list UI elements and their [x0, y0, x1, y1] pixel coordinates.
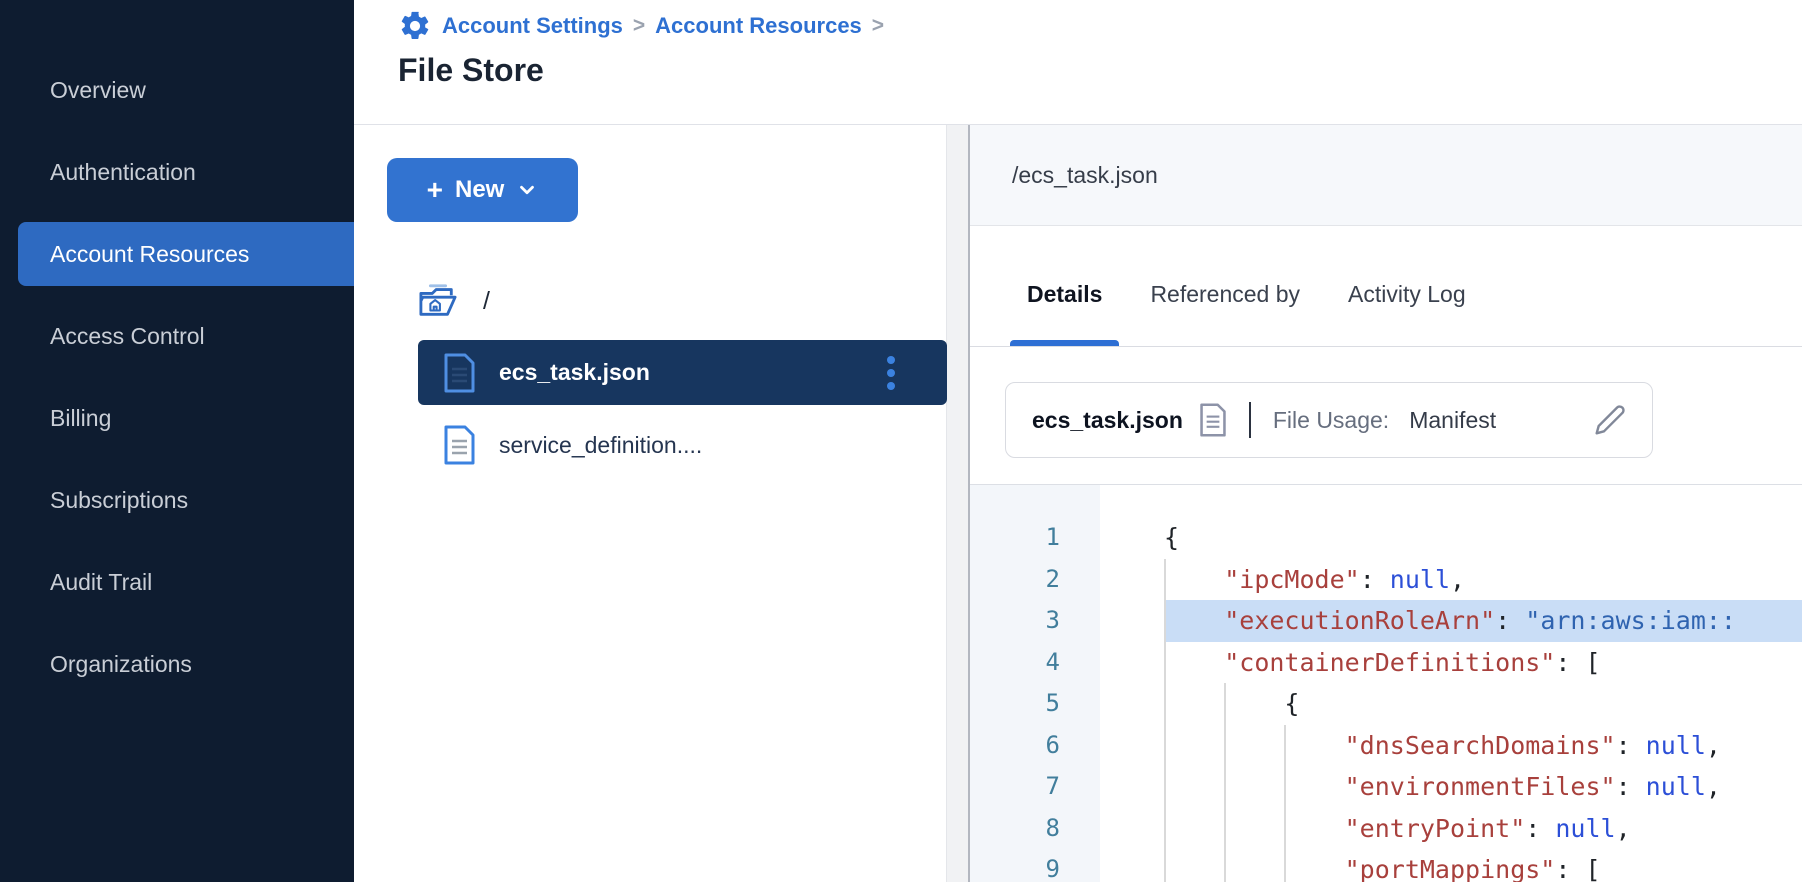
vertical-divider: [1248, 402, 1251, 438]
page-header: Account Settings > Account Resources > F…: [354, 0, 1802, 125]
tab-activity-log[interactable]: Activity Log: [1331, 226, 1483, 346]
tab-details[interactable]: Details: [1010, 226, 1120, 346]
edit-pencil-icon[interactable]: [1594, 404, 1626, 436]
code-line-content: {: [1164, 523, 1180, 552]
indent-guide: [1164, 849, 1166, 882]
indent-guide: [1224, 849, 1226, 882]
root-folder-label: /: [483, 286, 490, 315]
line-number: 1: [1045, 523, 1060, 551]
line-number: 4: [1045, 647, 1060, 676]
indent-guide: [1284, 766, 1286, 808]
home-folder-icon: [419, 284, 457, 316]
main-area: Account Settings > Account Resources > F…: [354, 0, 1802, 882]
file-row-service-definition[interactable]: service_definition....: [418, 412, 947, 478]
indent-guide: [1284, 807, 1286, 849]
file-usage-value: Manifest: [1409, 406, 1497, 433]
line-number: 8: [1045, 813, 1060, 842]
code-line-7[interactable]: 7 "environmentFiles": null,: [970, 766, 1802, 808]
line-number: 6: [1045, 730, 1060, 759]
code-viewer[interactable]: 1{2 "ipcMode": null,3 "executionRoleArn"…: [970, 485, 1802, 882]
code-line-content: "containerDefinitions": [: [1164, 641, 1802, 683]
code-line-1[interactable]: 1{: [970, 517, 1802, 559]
sidebar-item-subscriptions[interactable]: Subscriptions: [50, 486, 189, 513]
breadcrumb-account-settings[interactable]: Account Settings: [442, 13, 623, 38]
line-number: 2: [1045, 564, 1060, 593]
indent-guide: [1164, 766, 1166, 808]
code-line-content: {: [1164, 683, 1802, 725]
file-name: ecs_task.json: [499, 359, 650, 385]
sidebar-item-organizations[interactable]: Organizations: [50, 650, 192, 677]
page-title: File Store: [398, 52, 544, 88]
tab-label: Referenced by: [1150, 281, 1301, 307]
line-number: 5: [1045, 689, 1060, 717]
indent-guide: [1164, 600, 1166, 642]
line-number: 7: [1045, 772, 1060, 800]
file-path: /ecs_task.json: [1012, 161, 1158, 188]
code-line-4[interactable]: 4 "containerDefinitions": [: [970, 641, 1802, 683]
code-line-content: "executionRoleArn": "arn:aws:iam::: [1164, 600, 1802, 642]
file-path-header: /ecs_task.json: [970, 125, 1802, 226]
code-line-content: "portMappings": [: [1164, 849, 1802, 882]
code-line-9[interactable]: 9 "portMappings": [: [970, 849, 1802, 882]
sidebar-item-access-control[interactable]: Access Control: [50, 322, 205, 349]
code-line-3[interactable]: 3 "executionRoleArn": "arn:aws:iam::: [970, 600, 1802, 642]
file-card-name: ecs_task.json: [1032, 406, 1183, 433]
code-line-content: "dnsSearchDomains": null,: [1164, 724, 1802, 766]
breadcrumb-account-resources[interactable]: Account Resources: [655, 13, 862, 38]
file-usage-label: File Usage:: [1272, 406, 1390, 433]
breadcrumb-separator: >: [632, 14, 646, 37]
code-line-5[interactable]: 5 {: [970, 683, 1802, 725]
details-section: ecs_task.json File Usage: Manifest: [970, 347, 1802, 485]
file-icon: [444, 353, 475, 392]
detail-tabs: Details Referenced by Activity Log: [970, 226, 1802, 347]
sidebar-item-authentication[interactable]: Authentication: [50, 158, 196, 185]
kebab-menu-icon[interactable]: [887, 355, 895, 390]
sidebar-item-billing[interactable]: Billing: [50, 404, 112, 431]
code-line-8[interactable]: 8 "entryPoint": null,: [970, 807, 1802, 849]
code-line-2[interactable]: 2 "ipcMode": null,: [970, 558, 1802, 600]
new-button-label: New: [455, 176, 505, 203]
line-number: 3: [1045, 606, 1060, 634]
sidebar-item-audit-trail[interactable]: Audit Trail: [50, 568, 153, 595]
sidebar-item-overview[interactable]: Overview: [50, 76, 146, 103]
code-line-content: "ipcMode": null,: [1164, 558, 1802, 600]
file-row-ecs-task[interactable]: ecs_task.json: [418, 340, 947, 405]
content-area: + New /: [354, 125, 1802, 882]
indent-guide: [1284, 724, 1286, 766]
indent-guide: [1164, 807, 1166, 849]
indent-guide: [1164, 641, 1166, 683]
indent-guide: [1224, 724, 1226, 766]
chevron-down-icon: [520, 185, 535, 195]
line-number: 9: [1045, 855, 1060, 882]
file-name: service_definition....: [499, 431, 703, 458]
settings-sidebar: Overview Authentication Account Resource…: [0, 0, 354, 882]
file-usage-card: ecs_task.json File Usage: Manifest: [1005, 382, 1653, 458]
code-line-6[interactable]: 6 "dnsSearchDomains": null,: [970, 724, 1802, 766]
indent-guide: [1284, 849, 1286, 882]
panel-splitter[interactable]: [947, 125, 970, 882]
indent-guide: [1164, 724, 1166, 766]
tab-label: Details: [1027, 281, 1103, 307]
file-detail-panel: /ecs_task.json Details Referenced by Act…: [970, 125, 1802, 882]
code-line-content: "entryPoint": null,: [1164, 807, 1802, 849]
indent-guide: [1224, 683, 1226, 725]
indent-guide: [1164, 683, 1166, 725]
indent-guide: [1224, 807, 1226, 849]
gear-icon: [398, 9, 432, 43]
code-line-content: "environmentFiles": null,: [1164, 766, 1802, 808]
new-button[interactable]: + New: [387, 158, 578, 222]
breadcrumb: Account Settings > Account Resources >: [398, 8, 1802, 44]
indent-guide: [1164, 558, 1166, 600]
indent-guide: [1224, 766, 1226, 808]
root-folder-row[interactable]: /: [417, 278, 946, 324]
tab-label: Activity Log: [1348, 281, 1466, 307]
file-tree-panel: + New /: [354, 125, 947, 882]
tab-referenced-by[interactable]: Referenced by: [1133, 226, 1317, 346]
file-icon: [444, 425, 475, 465]
document-icon: [1200, 403, 1226, 437]
plus-icon: +: [426, 174, 443, 205]
sidebar-item-account-resources[interactable]: Account Resources: [18, 222, 354, 286]
breadcrumb-separator: >: [871, 14, 885, 37]
